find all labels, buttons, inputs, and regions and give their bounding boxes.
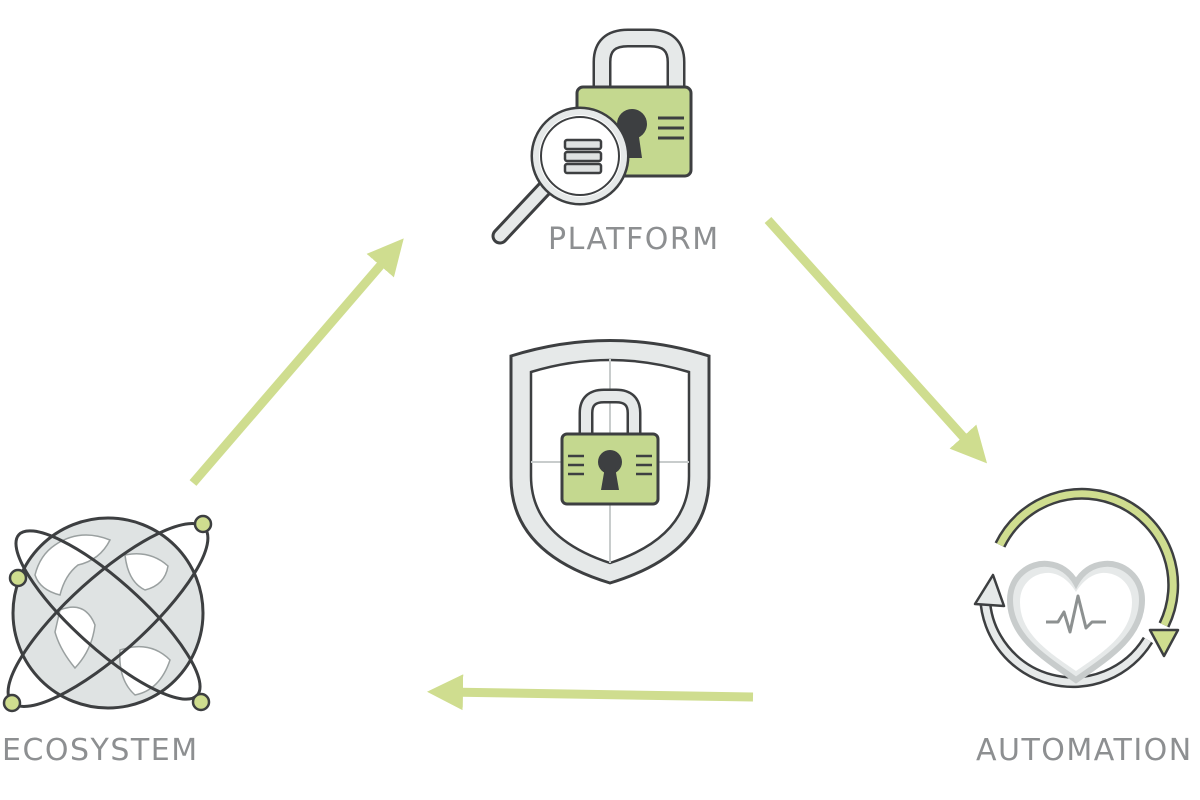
automation-label: AUTOMATION — [976, 733, 1193, 768]
platform-label: PLATFORM — [548, 222, 720, 257]
arrow-automation-to-ecosystem — [427, 674, 754, 711]
arrow-ecosystem-to-platform — [189, 238, 404, 486]
shield-padlock-icon — [509, 339, 711, 585]
ecosystem-label: ECOSYSTEM — [2, 733, 199, 768]
heart-cycle-icon — [973, 487, 1180, 689]
arrow-platform-to-automation — [764, 216, 988, 464]
globe-orbit-icon — [2, 514, 213, 713]
padlock-magnifier-icon — [491, 28, 693, 245]
